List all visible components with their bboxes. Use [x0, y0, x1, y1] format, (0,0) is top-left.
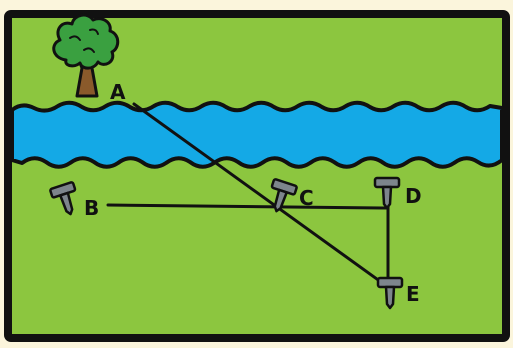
grass-field	[4, 10, 510, 342]
river	[10, 100, 504, 169]
stake-d-icon	[373, 176, 401, 210]
tree-icon	[52, 13, 120, 98]
label-d: D	[405, 184, 422, 208]
line-b-d	[106, 203, 388, 210]
stake-b-icon	[49, 181, 77, 216]
label-b: B	[84, 196, 99, 220]
stake-e-icon	[376, 276, 404, 310]
label-a: A	[110, 80, 126, 104]
label-e: E	[406, 282, 420, 306]
label-c: C	[299, 186, 314, 210]
line-a-e	[132, 102, 390, 289]
stake-c-icon	[270, 178, 298, 213]
